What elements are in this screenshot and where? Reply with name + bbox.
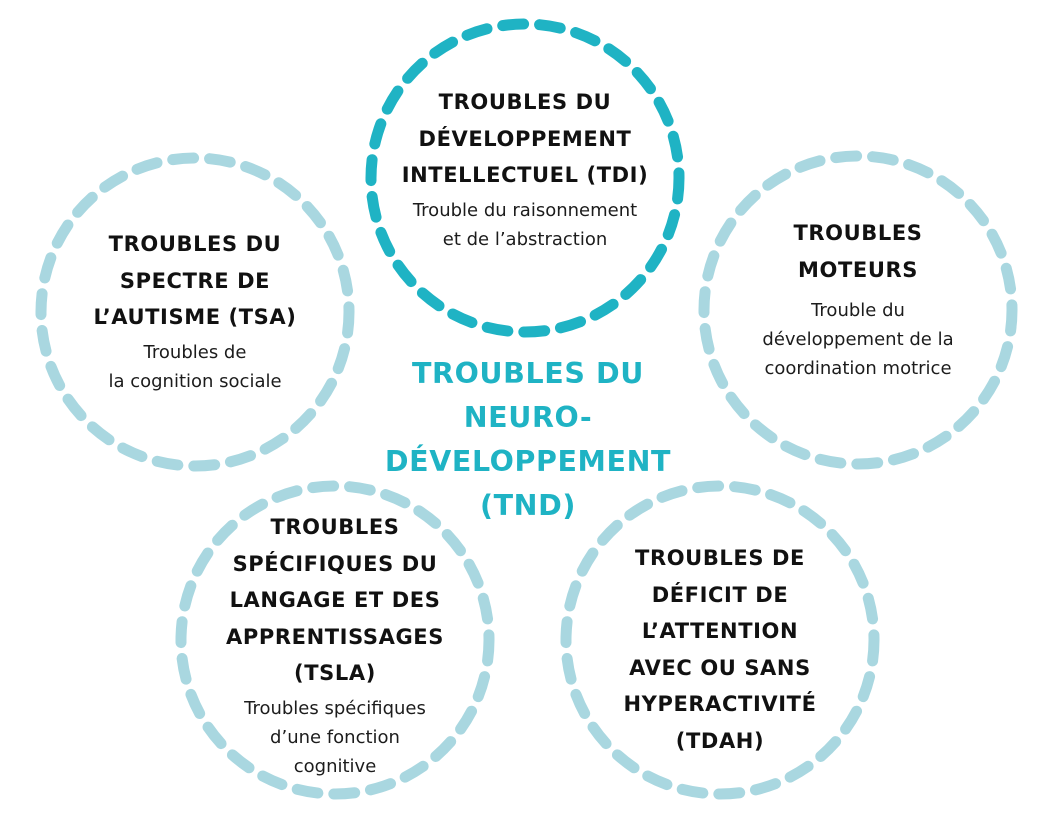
ring-tdi: [365, 18, 685, 338]
ring-tsa: [35, 152, 355, 472]
node-desc-tsla: Troubles spécifiques d’une fonction cogn…: [244, 697, 426, 777]
ring-tsla: [175, 480, 495, 800]
node-moteurs: TROUBLES MOTEURS Trouble du développemen…: [708, 215, 1008, 383]
node-desc-tsa: Troubles de la cognition sociale: [108, 341, 282, 392]
node-title-tdah: TROUBLES DE DÉFICIT DE L’ATTENTION AVEC …: [623, 546, 817, 753]
node-title-moteurs: TROUBLES MOTEURS: [793, 221, 923, 282]
ring-moteurs: [698, 150, 1018, 470]
node-tsla: TROUBLES SPÉCIFIQUES DU LANGAGE ET DES A…: [185, 509, 485, 781]
node-title-tsa: TROUBLES DU SPECTRE DE L’AUTISME (TSA): [93, 232, 297, 329]
node-tdah: TROUBLES DE DÉFICIT DE L’ATTENTION AVEC …: [570, 540, 870, 759]
center-title: TROUBLES DU NEURO- DÉVELOPPEMENT (TND): [384, 357, 672, 522]
node-title-tsla: TROUBLES SPÉCIFIQUES DU LANGAGE ET DES A…: [226, 515, 444, 685]
ring-tdah: [560, 480, 880, 800]
node-desc-moteurs: Trouble du développement de la coordinat…: [762, 300, 954, 379]
node-title-tdi: TROUBLES DU DÉVELOPPEMENT INTELLECTUEL (…: [401, 90, 649, 187]
node-tsa: TROUBLES DU SPECTRE DE L’AUTISME (TSA) T…: [45, 226, 345, 396]
node-tdi: TROUBLES DU DÉVELOPPEMENT INTELLECTUEL (…: [355, 84, 695, 254]
node-desc-tdi: Trouble du raisonnement et de l’abstract…: [412, 199, 638, 250]
